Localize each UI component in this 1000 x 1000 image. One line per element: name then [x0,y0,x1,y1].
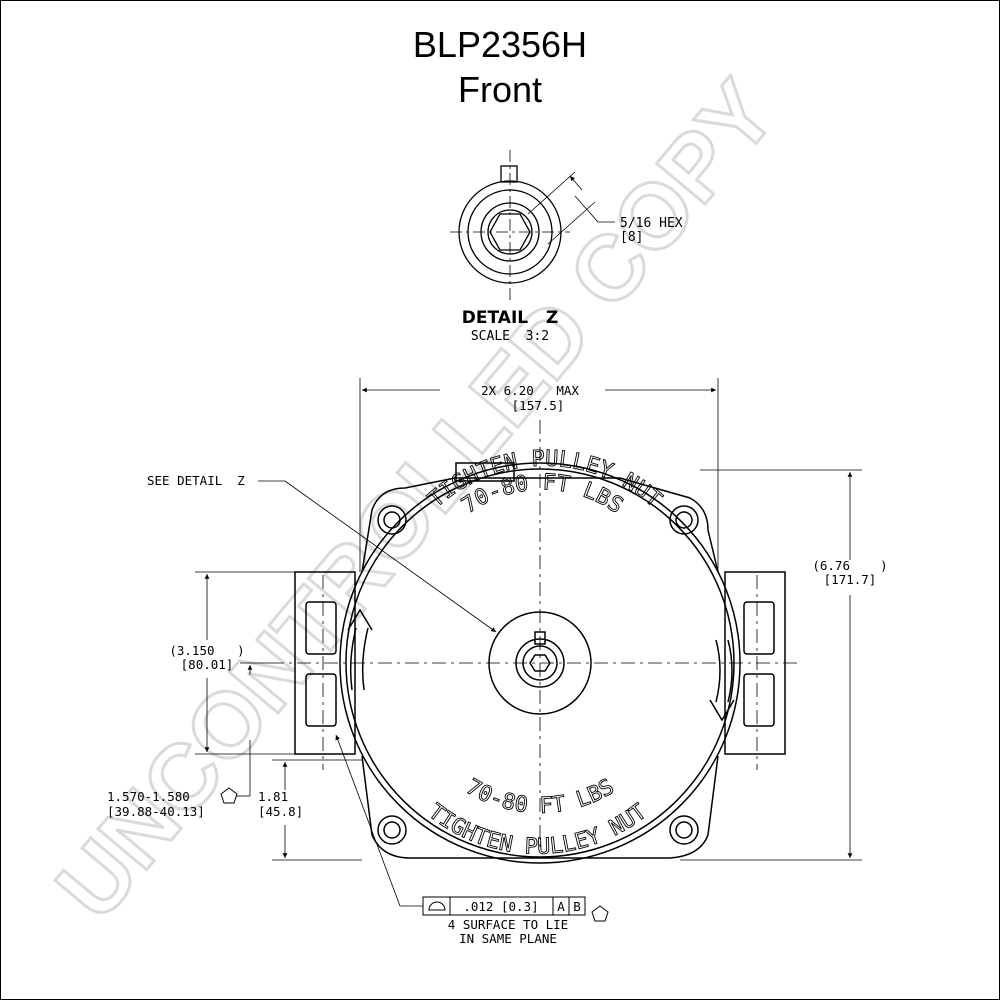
detail-z-scale: SCALE 3:2 [471,329,549,344]
height-dimension-metric: [171.7] [824,572,877,587]
datum-pentagon-icon [591,905,609,922]
datum-a: A [557,899,565,914]
tolerance-note-line1: 4 SURFACE TO LIE [448,917,568,932]
datum-b: B [573,899,581,914]
width-dimension-metric: [157.5] [512,398,565,413]
detail-z-heading: DETAIL Z [462,308,558,328]
view-subtitle: Front [457,69,543,110]
ear-spacing-dimension: (3.150 ) [169,643,244,658]
dimension-lines [195,378,862,907]
height-dimension: (6.76 ) [812,558,887,573]
ear-spacing-dimension-metric: [80.01] [181,657,234,672]
offset-dimension-metric: [45.8] [258,804,303,819]
hex-size-label: 5/16 HEX [620,216,683,231]
offset-dimension: 1.81 [258,789,288,804]
hex-size-metric: [8] [620,230,643,245]
part-number-title: BLP2356H [412,24,588,65]
detail-z-view [450,150,615,300]
tolerance-frame [422,896,586,916]
see-detail-callout: SEE DETAIL Z [147,473,245,488]
width-dimension: 2X 6.20 MAX [481,383,579,398]
mount-dimension-metric: [39.88-40.13] [107,804,205,819]
center-lines [270,420,800,850]
mount-dimension: 1.570-1.580 [107,789,190,804]
tolerance-note-line2: IN SAME PLANE [459,931,557,946]
tolerance-value: .012 [0.3] [463,899,538,914]
datum-pentagon-icon [220,787,238,804]
flatness-symbol-icon [428,901,446,911]
datum-pentagon-icons [220,787,609,922]
